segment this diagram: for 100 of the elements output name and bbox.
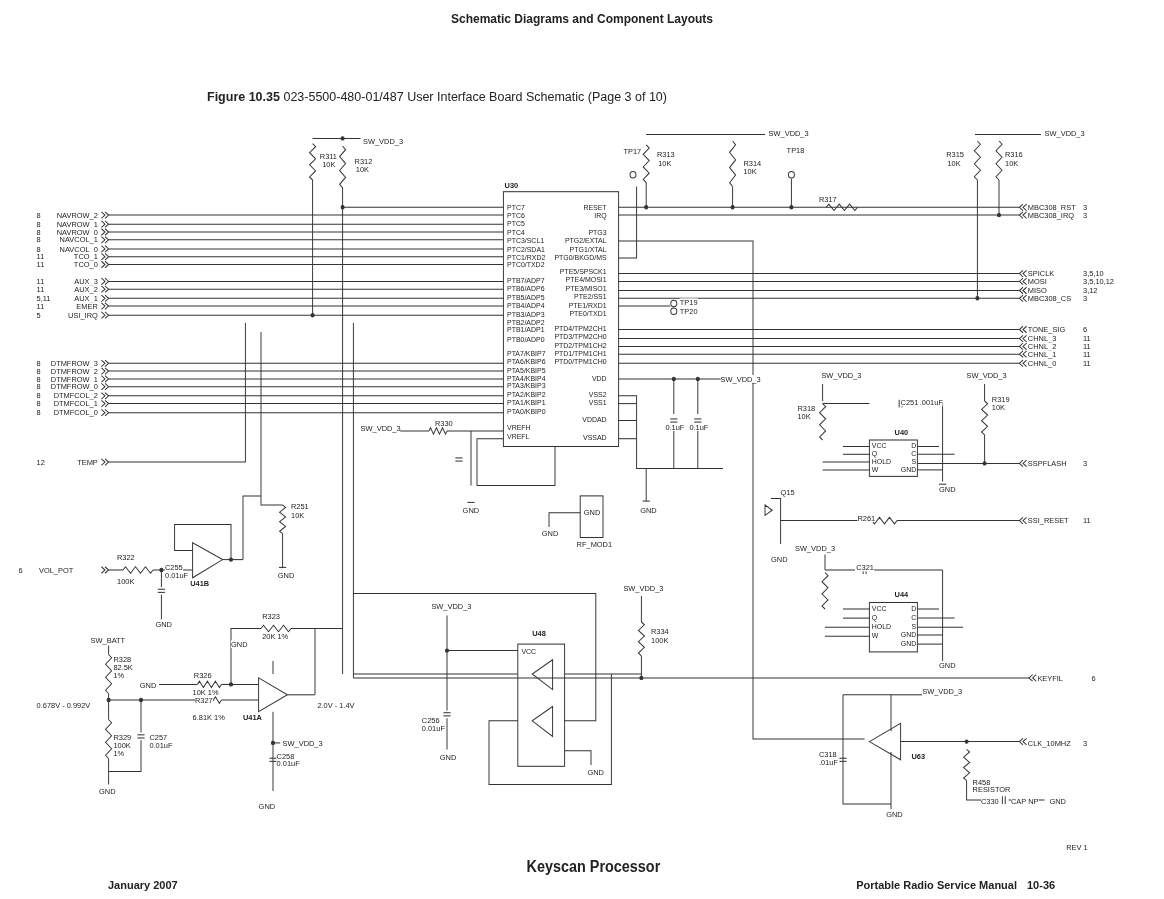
connector-label: TONE_SIG [1027, 325, 1066, 334]
component-value: 10K [991, 403, 1005, 412]
connector-label: VOL_POT [39, 566, 74, 574]
connector-label: CHNL_2 [1027, 342, 1057, 351]
connector-label: DTMFCOL_0 [53, 408, 98, 417]
voltage-note: 2.0V - 1.4V [317, 701, 355, 710]
net-label: SW_VDD_3 [966, 371, 1007, 379]
component-value: 0.1uF [665, 423, 685, 431]
connector-label: DTMFCOL_2 [53, 391, 98, 400]
sheet-reference: 11 [36, 260, 45, 269]
net-label: SW_VDD_3 [623, 584, 664, 593]
sheet-reference: 6 [1083, 325, 1088, 334]
component-label: U41B [190, 579, 210, 587]
test-point-label: TP18 [786, 146, 805, 154]
component-value: 10K [1005, 159, 1019, 167]
connector-label: MISO [1027, 286, 1047, 295]
sheet-reference: 8 [36, 220, 41, 229]
footer-text: January 2007 [108, 879, 178, 891]
component-value: 10K [947, 159, 961, 167]
footer-text: Portable Radio Service Manual [856, 879, 1017, 891]
connector-label: SSI_RESET [1027, 516, 1069, 525]
component-label: R319 [991, 395, 1010, 404]
ground-label: GND [587, 768, 604, 777]
component-label: R326 [193, 671, 212, 680]
ground-label: GND [462, 506, 480, 515]
page-header: Schematic Diagrams and Component Layouts [450, 14, 714, 26]
component-value: 100K [651, 636, 669, 645]
sheet-reference: 3,5,10,12 [1083, 277, 1114, 286]
component-label: R329 [113, 733, 132, 742]
sheet-reference: 11 [36, 285, 45, 294]
connector-label: AUX_2 [74, 285, 98, 294]
sheet-reference: 11 [36, 277, 45, 286]
ground-label: GND [99, 787, 116, 795]
component-label: R316 [1005, 150, 1023, 158]
component-value: .001uF [919, 398, 943, 407]
component-label: C256 [421, 716, 440, 725]
component-label: R334 [651, 627, 669, 635]
component-label: R327 [195, 696, 213, 704]
connector-label: CHNL_1 [1027, 350, 1057, 359]
component-value: 82.5K [113, 663, 133, 672]
component-label: C257 [149, 733, 168, 742]
connector-label: NAVROW_0 [56, 228, 98, 236]
component-label: R314 [743, 159, 762, 167]
component-label: U44 [894, 590, 909, 599]
sheet-reference: 12 [36, 458, 45, 466]
component-label: R313 [657, 150, 675, 158]
sheet-reference: 3 [1083, 459, 1088, 468]
component-value: 100K [113, 741, 131, 750]
ground-label: GND [139, 681, 157, 690]
component-value: 1% [113, 671, 125, 680]
connector-label: KEYFIL [1037, 674, 1063, 682]
net-label: SW_BATT [90, 636, 126, 645]
ground-label: GND [583, 508, 601, 517]
connector-label: DTMFROW_1 [50, 375, 98, 383]
net-label: SW_VDD_3 [282, 739, 323, 747]
sheet-reference: 11 [1083, 334, 1091, 343]
component-value: 10K [355, 165, 369, 174]
net-label: SW_VDD_3 [363, 137, 404, 145]
connector-label: CHNL_0 [1027, 359, 1057, 368]
connector-label: AUX_3 [74, 277, 98, 286]
component-label: R251 [291, 502, 309, 511]
ground-label: GND [939, 485, 956, 494]
net-label: SW_VDD_3 [360, 424, 401, 433]
connector-label: DTMFROW_3 [50, 359, 98, 368]
connector-label: EMER [76, 302, 98, 310]
connector-label: MBC308_RST [1027, 203, 1076, 212]
ground-label: GND [155, 620, 172, 629]
connector-label: NAVCOL_0 [59, 245, 98, 253]
connector-label: SSPFLASH [1027, 459, 1067, 468]
component-label: U40 [894, 428, 909, 437]
connector-label: DTMFCOL_1 [53, 399, 98, 408]
net-label: SW_VDD_3 [1044, 129, 1085, 138]
net-label: SW_VDD_3 [768, 129, 809, 138]
net-label: SW_VDD_3 [720, 375, 761, 383]
sheet-reference: 8 [36, 391, 41, 400]
component-label: R312 [354, 157, 373, 166]
page-number: 10-36 [1027, 879, 1056, 891]
component-label: U30 [504, 181, 519, 190]
connector-label: TCO_1 [73, 252, 98, 261]
net-label: SW_VDD_3 [821, 371, 862, 379]
component-value: 10K [797, 412, 811, 421]
connector-label: MBC308_IRQ [1027, 211, 1074, 219]
component-value: CAP NP [1011, 797, 1039, 806]
sheet-reference: 8 [36, 359, 41, 368]
sheet-reference: 8 [36, 245, 41, 253]
sheet-reference: 11 [1083, 516, 1091, 525]
sheet-reference: 6 [18, 566, 23, 574]
connector-label: NAVROW_2 [56, 211, 98, 219]
component-label: U41A [243, 713, 262, 721]
component-label: C321 [856, 563, 874, 572]
voltage-note: 0.678V - 0.992V [36, 701, 91, 710]
ground-label: GND [939, 661, 956, 669]
sheet-reference: 3,5,10 [1083, 269, 1104, 278]
connector-label: SPICLK [1027, 269, 1055, 278]
component-label: Q15 [780, 488, 795, 496]
ground-label: GND [640, 506, 657, 515]
ground-label: GND [231, 640, 248, 648]
component-value: 0.1uF [689, 423, 709, 431]
sheet-reference: 3 [1083, 739, 1088, 747]
sheet-reference: 8 [36, 235, 41, 244]
